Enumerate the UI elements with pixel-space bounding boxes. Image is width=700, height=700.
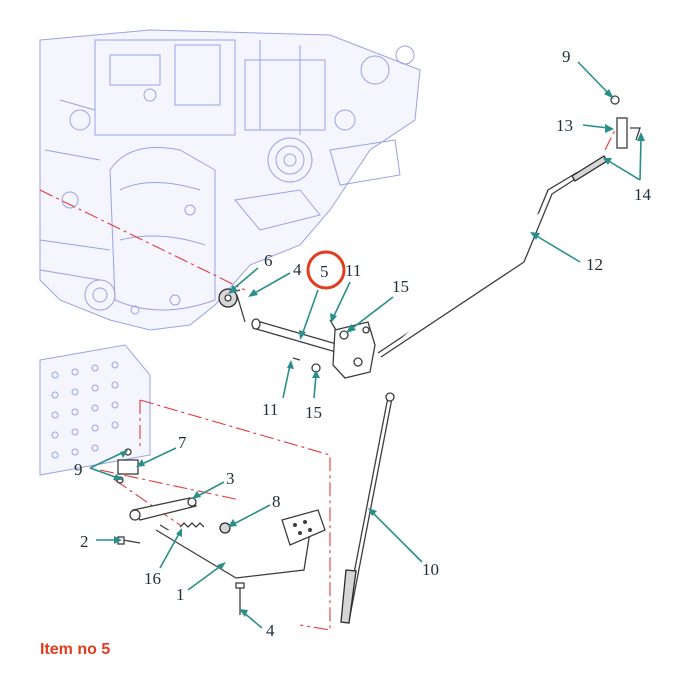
callout-13: 13 bbox=[556, 116, 573, 135]
callout-15-top: 15 bbox=[392, 277, 409, 296]
callout-11-bottom: 11 bbox=[262, 400, 278, 419]
callout-12: 12 bbox=[586, 255, 603, 274]
footplate bbox=[39, 344, 151, 476]
item-caption: Item no 5 bbox=[40, 641, 111, 658]
callout-1: 1 bbox=[176, 585, 185, 604]
callout-6: 6 bbox=[264, 251, 273, 270]
callout-15-bottom: 15 bbox=[305, 403, 322, 422]
callout-3: 3 bbox=[226, 469, 235, 488]
callout-11-top: 11 bbox=[345, 261, 361, 280]
parts-diagram: 9 13 14 12 6 4 5 11 15 11 15 7 9 3 8 2 1… bbox=[39, 29, 652, 640]
callout-9-left: 9 bbox=[74, 460, 83, 479]
leader-lines bbox=[89, 61, 645, 629]
callout-2: 2 bbox=[80, 532, 89, 551]
callout-10: 10 bbox=[422, 560, 439, 579]
callout-7: 7 bbox=[178, 433, 187, 452]
callout-5: 5 bbox=[320, 262, 329, 281]
engine-background bbox=[39, 29, 421, 331]
callout-4-top: 4 bbox=[293, 260, 302, 279]
callout-labels: 9 13 14 12 6 4 5 11 15 11 15 7 9 3 8 2 1… bbox=[74, 47, 652, 640]
highlight-circle bbox=[306, 250, 346, 290]
callout-8: 8 bbox=[272, 492, 281, 511]
callout-4-bottom: 4 bbox=[266, 621, 275, 640]
callout-16: 16 bbox=[144, 569, 161, 588]
callout-9-top: 9 bbox=[562, 47, 571, 66]
callout-14: 14 bbox=[634, 185, 652, 204]
linkage-parts bbox=[116, 95, 641, 624]
